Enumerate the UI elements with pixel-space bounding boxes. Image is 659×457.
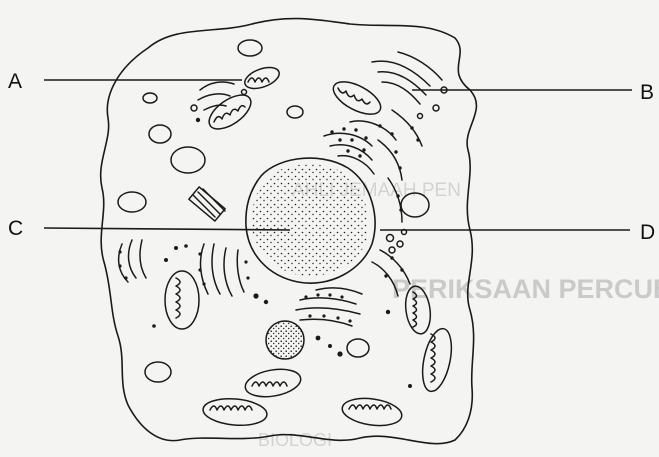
ribosome-dots-left — [118, 250, 249, 285]
rough-er-left — [119, 240, 244, 296]
vacuole-5 — [347, 339, 369, 357]
mitochondrion-bottom-2 — [202, 396, 268, 427]
label-a: A — [8, 71, 22, 92]
mitochondrion-right — [418, 326, 457, 394]
vacuole-6 — [145, 362, 171, 382]
mitochondrion-top-3 — [328, 75, 385, 121]
label-c: C — [8, 218, 23, 239]
vacuole-9 — [287, 106, 303, 118]
label-d: D — [640, 222, 655, 243]
mitochondrion-bottom-right — [340, 395, 403, 429]
dense-granule — [266, 321, 304, 359]
mitochondrion-left — [165, 271, 199, 329]
vacuole-7 — [238, 40, 262, 56]
vacuole-8 — [143, 93, 157, 103]
nucleoplasm — [252, 164, 368, 276]
mitochondrion-right-upper — [403, 285, 433, 336]
vacuole-2 — [149, 125, 171, 143]
mitochondrion-top-1 — [242, 63, 282, 92]
vacuole-1 — [171, 147, 205, 173]
rough-er-bottom — [296, 288, 362, 326]
vesicle-cluster — [387, 230, 407, 254]
label-b: B — [640, 82, 654, 103]
mitochondrion-bottom-1 — [243, 365, 303, 400]
golgi-stack-top-left — [191, 82, 247, 111]
golgi-stack-top-right — [372, 52, 447, 119]
centriole — [189, 187, 225, 221]
vacuole-4 — [401, 193, 429, 217]
vacuole-3 — [118, 192, 146, 212]
